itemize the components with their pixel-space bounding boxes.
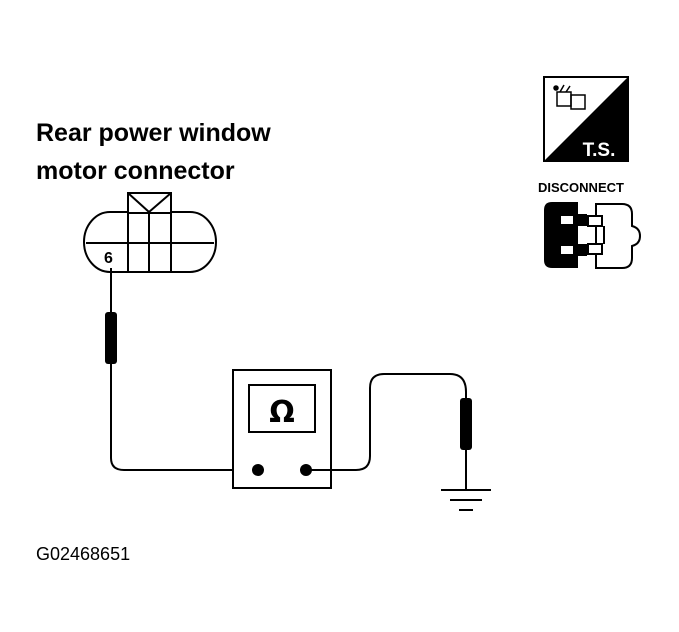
terminal-number: 6 <box>104 250 113 267</box>
ts-badge <box>543 76 629 162</box>
connector-housing <box>83 192 217 273</box>
left-test-probe <box>105 268 117 364</box>
right-test-probe <box>460 398 472 490</box>
ground-symbol-icon <box>441 489 491 511</box>
connector-title-line1: Rear power window <box>36 119 271 147</box>
connector-disconnect-icon <box>544 202 642 269</box>
ohmmeter <box>232 369 332 489</box>
left-test-lead <box>110 364 257 471</box>
ohm-symbol: Ω <box>269 395 295 430</box>
ts-label: T.S. <box>583 140 616 161</box>
tool-stand-icon <box>553 84 586 110</box>
connector-title-line2: motor connector <box>36 157 235 185</box>
figure-code: G02468651 <box>36 544 130 564</box>
disconnect-label: DISCONNECT <box>538 180 624 195</box>
right-test-lead <box>306 373 467 471</box>
